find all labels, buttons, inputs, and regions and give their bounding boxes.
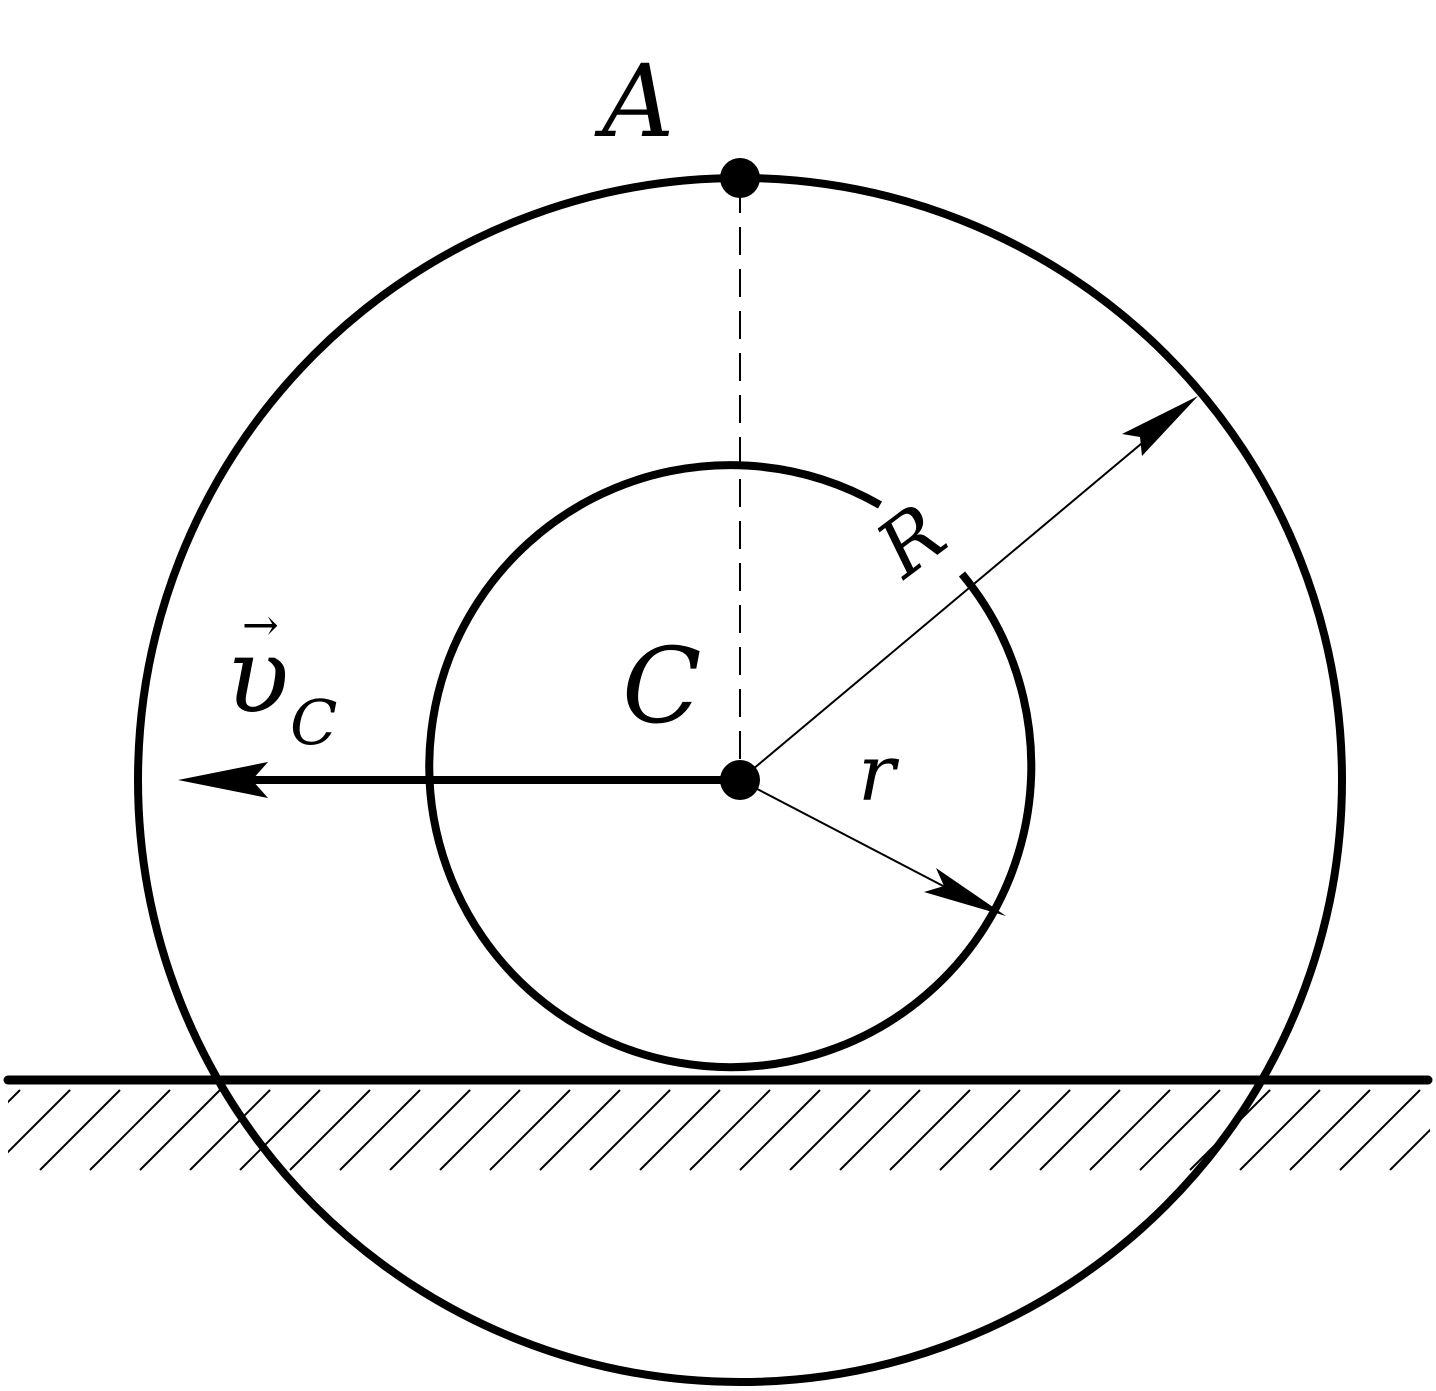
- center-label: C: [622, 625, 702, 747]
- hatch-line: [989, 1089, 1071, 1171]
- outer-radius-arrow: [739, 427, 1161, 781]
- point-a-dot: [720, 158, 760, 198]
- hatch-line: [1389, 1128, 1430, 1171]
- hatch-line: [1139, 1089, 1221, 1171]
- hatch-line: [1239, 1089, 1321, 1171]
- ground-hatching: [8, 1089, 1430, 1171]
- hatch-line: [1089, 1089, 1171, 1171]
- hatch-line: [8, 1089, 71, 1154]
- velocity-symbol: υ: [226, 615, 289, 737]
- hatch-line: [739, 1089, 821, 1171]
- outer-radius-arrow-head: [1122, 396, 1198, 456]
- velocity-subscript: C: [290, 686, 337, 759]
- hatch-line: [239, 1089, 321, 1171]
- hatch-line: [1289, 1089, 1371, 1171]
- hatch-line: [689, 1089, 771, 1171]
- hatch-line: [1339, 1089, 1421, 1171]
- velocity-arrow-head: [178, 762, 268, 798]
- hatch-line: [39, 1089, 121, 1171]
- velocity-vector-mark: →: [242, 600, 279, 651]
- point-c-dot: [720, 760, 760, 800]
- inner-circle: [425, 461, 1036, 1072]
- hatch-line: [89, 1089, 171, 1171]
- hatch-line: [789, 1089, 871, 1171]
- hatch-line: [839, 1089, 921, 1171]
- hatch-line: [189, 1089, 271, 1171]
- hatch-line: [539, 1089, 621, 1171]
- hatch-line: [339, 1089, 421, 1171]
- hatch-line: [439, 1089, 521, 1171]
- hatch-line: [939, 1089, 1021, 1171]
- inner-radius-arrow-head: [924, 868, 1006, 916]
- point-a-label: A: [594, 43, 674, 160]
- hatch-line: [139, 1089, 221, 1171]
- hatch-line: [639, 1089, 721, 1171]
- inner-radius-label: r: [858, 729, 900, 819]
- hatch-line: [8, 1089, 21, 1104]
- hatch-line: [1039, 1089, 1121, 1171]
- hatch-line: [889, 1089, 971, 1171]
- inner-radius-arrow: [739, 779, 971, 901]
- hatch-line: [289, 1089, 371, 1171]
- hatch-line: [589, 1089, 671, 1171]
- hatch-line: [489, 1089, 571, 1171]
- hatch-line: [389, 1089, 471, 1171]
